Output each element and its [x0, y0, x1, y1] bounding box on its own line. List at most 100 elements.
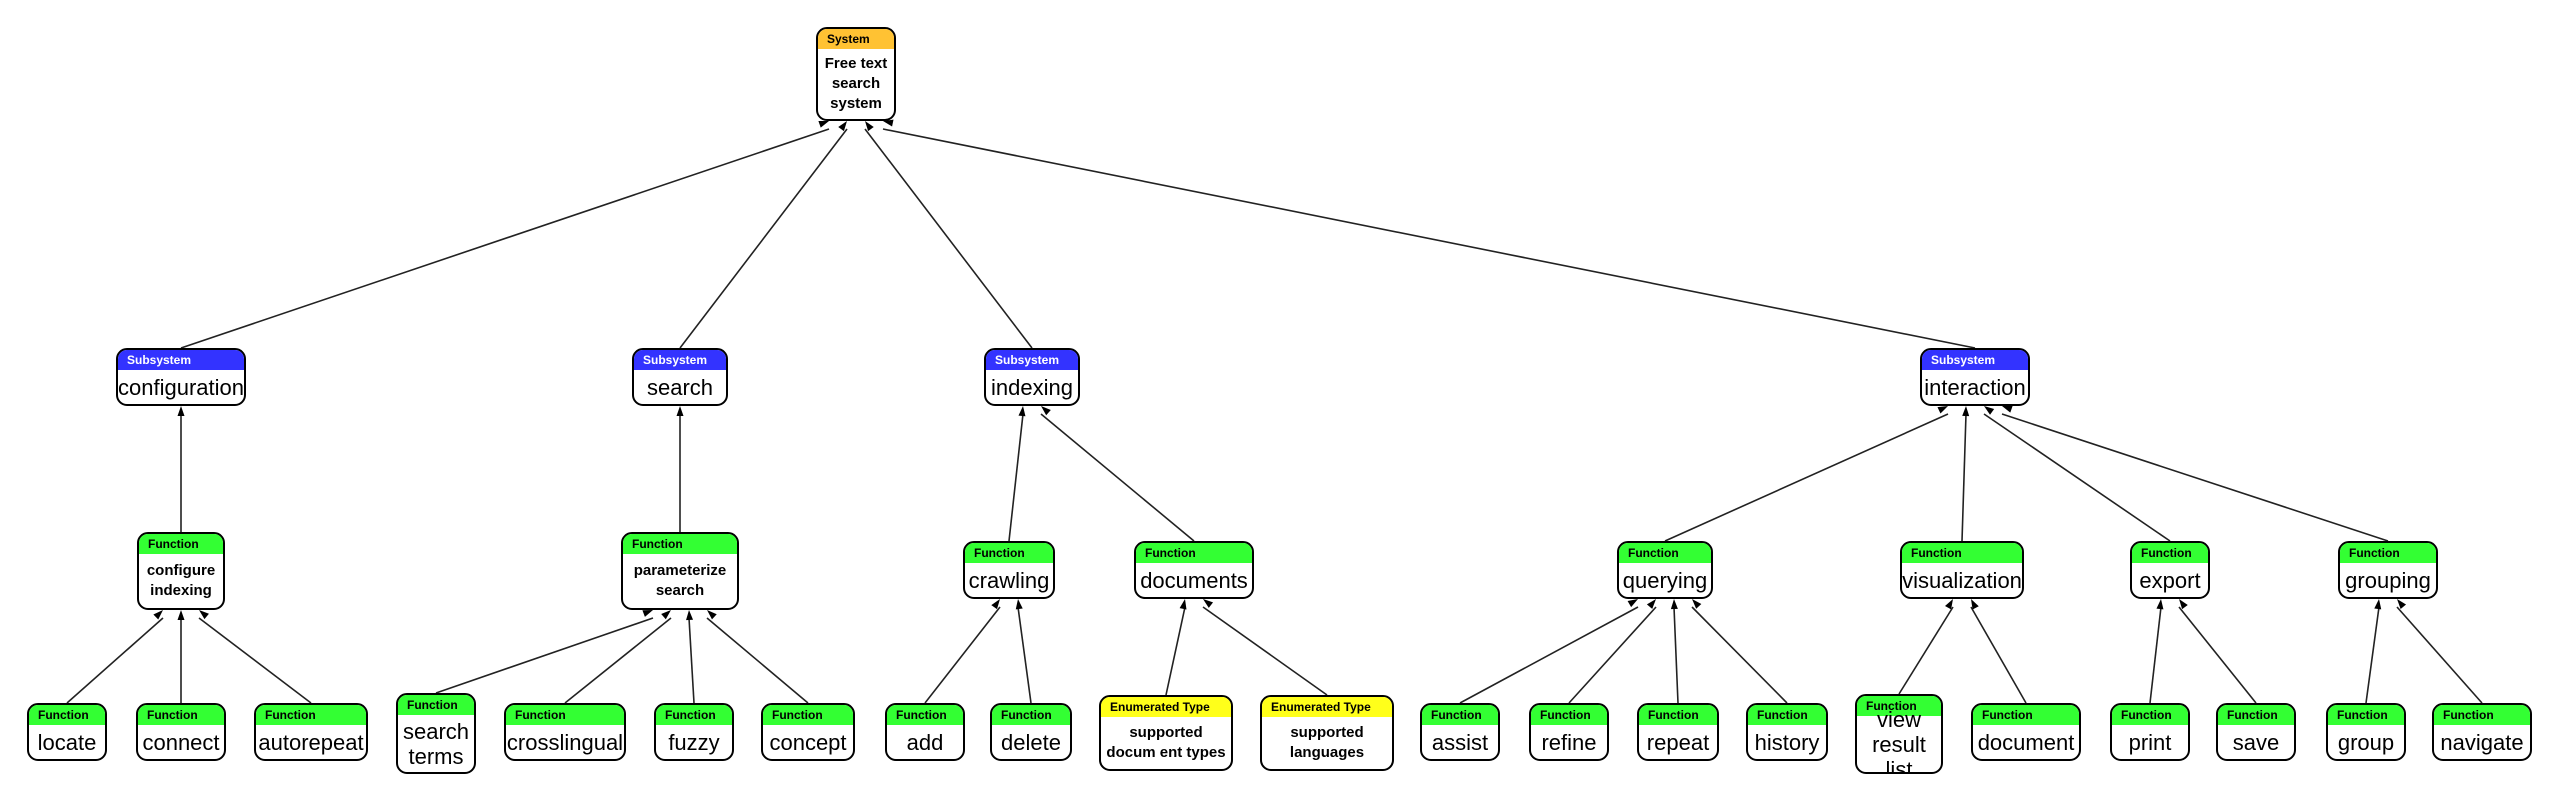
arrowhead — [707, 610, 717, 620]
edge-grouping-to-interaction — [2001, 413, 2389, 542]
node-label: concept — [769, 729, 847, 755]
edge-repeat-to-querying — [1673, 606, 1679, 704]
arrowhead — [1971, 599, 1979, 610]
edge-querying-to-interaction — [1664, 413, 1949, 542]
node-label: refine — [1541, 729, 1597, 755]
edge-visualization-to-interaction — [1961, 413, 1967, 542]
edge-configuration-to-root — [180, 128, 830, 349]
node-label: visualization — [1902, 567, 2022, 593]
arrowhead — [1179, 599, 1187, 610]
node-configuration: Subsystem configuration — [116, 348, 246, 406]
edge-indexing-to-root — [864, 128, 1033, 349]
node-label: save — [2232, 729, 2280, 755]
node-label: export — [2139, 567, 2201, 593]
node-type-label: Function — [2434, 705, 2530, 725]
edge-search-to-root — [679, 128, 848, 349]
node-type-label: Function — [1531, 705, 1607, 725]
edge-search-terms-to-parameterize-search — [435, 617, 654, 694]
arrowhead — [2002, 405, 2013, 413]
node-type-label: Function — [29, 705, 105, 725]
node-type-label: Subsystem — [1922, 350, 2028, 370]
edge-supported-languages-to-documents — [1202, 606, 1328, 696]
arrowhead — [153, 610, 163, 620]
node-label: connect — [142, 729, 220, 755]
node-label: crawling — [968, 567, 1050, 593]
edge-documents-to-indexing — [1040, 413, 1195, 542]
node-type-label: Function — [1973, 705, 2079, 725]
node-label: grouping — [2345, 567, 2431, 593]
arrowhead — [199, 610, 209, 620]
arrowhead — [686, 610, 694, 621]
edge-export-to-interaction — [1983, 413, 2171, 542]
arrowhead — [661, 610, 671, 620]
node-type-label: Function — [656, 705, 732, 725]
arrowhead — [1018, 406, 1026, 417]
node-type-label: Function — [1136, 543, 1252, 563]
node-grouping: Function grouping — [2338, 541, 2438, 599]
arrowhead — [1670, 599, 1678, 610]
node-label: Free text search system — [824, 55, 888, 112]
arrowhead — [1945, 599, 1953, 610]
arrowhead — [1962, 406, 1970, 417]
node-type-label: Subsystem — [986, 350, 1078, 370]
edge-delete-to-crawling — [1017, 606, 1032, 704]
node-type-label: Function — [1857, 696, 1941, 716]
node-label: search terms — [402, 718, 470, 769]
node-type-label: Function — [1619, 543, 1711, 563]
node-type-label: Enumerated Type — [1101, 697, 1231, 717]
edge-crawling-to-indexing — [1008, 413, 1024, 542]
arrowhead — [1041, 406, 1051, 416]
node-type-label: Function — [623, 534, 737, 554]
node-type-label: Function — [1639, 705, 1717, 725]
node-label: repeat — [1646, 729, 1710, 755]
edge-document-to-visualization — [1970, 606, 2027, 704]
arrowhead — [2156, 599, 2164, 610]
node-label: add — [906, 729, 944, 755]
edge-view-result-list-to-visualization — [1898, 606, 1954, 695]
arrowhead — [1646, 599, 1656, 609]
node-label: supported languages — [1289, 724, 1365, 761]
node-repeat: Function repeat — [1637, 703, 1719, 761]
node-type-label: Subsystem — [118, 350, 244, 370]
node-type-label: Function — [1422, 705, 1498, 725]
node-label: documents — [1140, 567, 1248, 593]
edge-navigate-to-grouping — [2396, 606, 2483, 704]
arrowhead — [177, 406, 185, 416]
edge-group-to-grouping — [2365, 606, 2380, 704]
arrowhead — [991, 599, 1000, 610]
edge-concept-to-parameterize-search — [706, 617, 809, 704]
node-label: group — [2337, 729, 2395, 755]
node-type-label: Function — [965, 543, 1053, 563]
node-type-label: Function — [2340, 543, 2436, 563]
node-label: indexing — [991, 374, 1073, 400]
edge-autorepeat-to-configure-indexing — [198, 617, 312, 704]
arrowhead — [883, 119, 894, 127]
node-label: configuration — [118, 374, 244, 400]
arrowhead — [1203, 599, 1214, 608]
node-label: fuzzy — [668, 729, 720, 755]
node-crawling: Function crawling — [963, 541, 1055, 599]
node-type-label: Function — [2132, 543, 2208, 563]
node-type-label: Subsystem — [634, 350, 726, 370]
node-label: delete — [1001, 729, 1061, 755]
node-type-label: Function — [2112, 705, 2188, 725]
